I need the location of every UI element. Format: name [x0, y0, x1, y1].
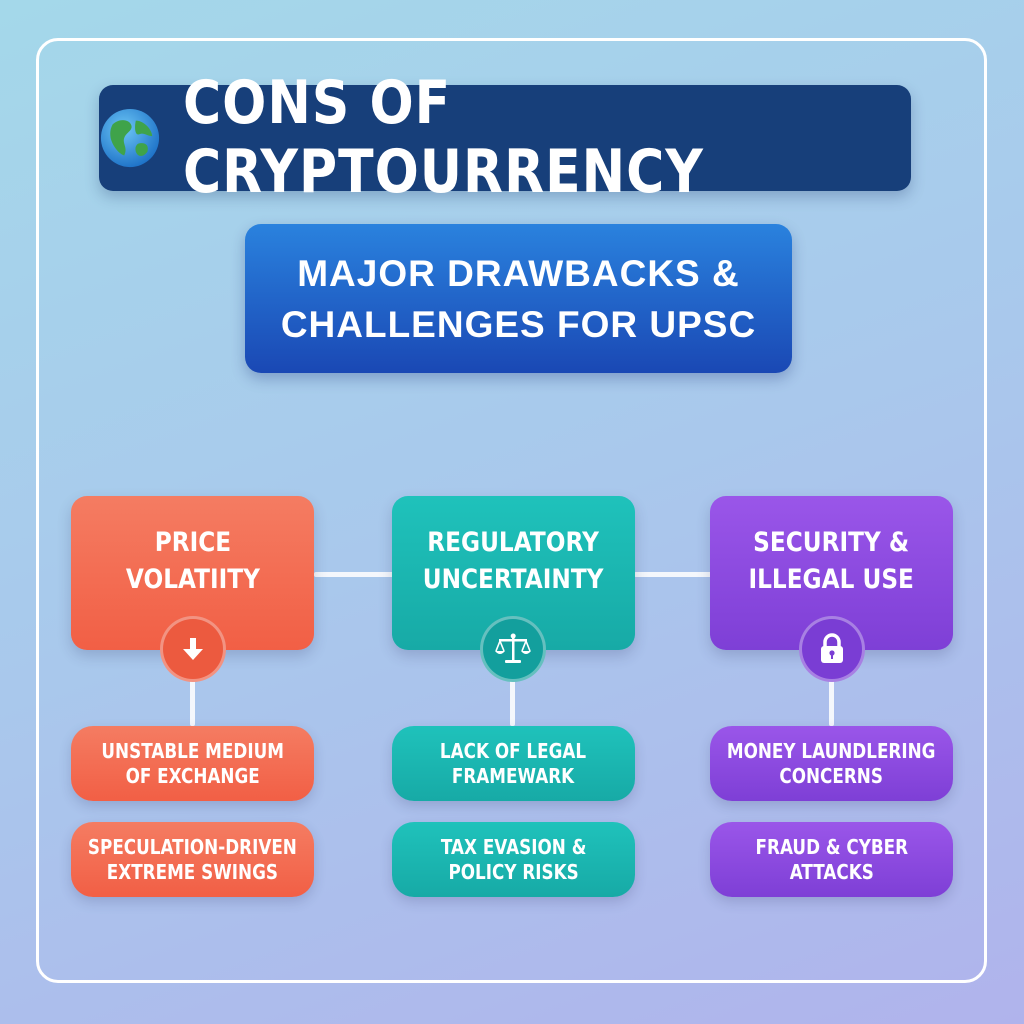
connector-column-2	[510, 680, 515, 726]
item-line-1: SPECULATION-DRIVEN	[88, 834, 297, 859]
item-line-2: POLICY RISKS	[448, 859, 579, 884]
item-line-1: FRAUD & CYBER	[755, 834, 908, 859]
subtitle-line-1: MAJOR DRAWBACKS &	[297, 252, 740, 294]
page-title: CONS OF CRYPTOURRENCY	[183, 69, 704, 207]
card-heading-line-1: REGULATORY	[427, 527, 600, 558]
item-money-laundering: MONEY LAUNDLERING CONCERNS	[710, 726, 953, 801]
card-heading-line-2: ILLEGAL USE	[748, 564, 915, 595]
card-heading-line-2: UNCERTAINTY	[423, 564, 604, 595]
title-banner: CONS OF CRYPTOURRENCY	[99, 69, 911, 207]
padlock-icon	[799, 616, 865, 682]
item-speculation-driven: SPECULATION-DRIVEN EXTREME SWINGS	[71, 822, 314, 897]
item-lack-of-legal-framework: LACK OF LEGAL FRAMEWARK	[392, 726, 635, 801]
subtitle: MAJOR DRAWBACKS & CHALLENGES FOR UPSC	[281, 248, 756, 350]
subtitle-box: MAJOR DRAWBACKS & CHALLENGES FOR UPSC	[245, 224, 792, 373]
globe-icon	[100, 108, 160, 168]
connector-column-1	[190, 680, 195, 726]
item-line-1: TAX EVASION &	[440, 834, 587, 859]
item-fraud-cyber-attacks: FRAUD & CYBER ATTACKS	[710, 822, 953, 897]
connector-left-middle	[314, 572, 394, 577]
content-frame	[36, 38, 987, 983]
scales-icon	[480, 616, 546, 682]
connector-column-3	[829, 680, 834, 726]
item-line-1: UNSTABLE MEDIUM	[101, 738, 284, 763]
item-tax-evasion: TAX EVASION & POLICY RISKS	[392, 822, 635, 897]
card-heading-line-1: PRICE	[154, 527, 231, 558]
subtitle-line-2: CHALLENGES FOR UPSC	[280, 303, 757, 345]
item-line-1: LACK OF LEGAL	[440, 738, 587, 763]
item-line-2: ATTACKS	[789, 859, 874, 884]
item-unstable-medium: UNSTABLE MEDIUM OF EXCHANGE	[71, 726, 314, 801]
item-line-2: FRAMEWARK	[452, 763, 575, 788]
card-heading-line-2: VOLATIITY	[125, 564, 260, 595]
item-line-2: OF EXCHANGE	[125, 763, 260, 788]
down-arrow-icon	[160, 616, 226, 682]
item-line-2: CONCERNS	[779, 763, 884, 788]
card-heading-line-1: SECURITY &	[753, 527, 910, 558]
connector-middle-right	[634, 572, 712, 577]
item-line-2: EXTREME SWINGS	[106, 859, 279, 884]
item-line-1: MONEY LAUNDLERING	[727, 738, 936, 763]
